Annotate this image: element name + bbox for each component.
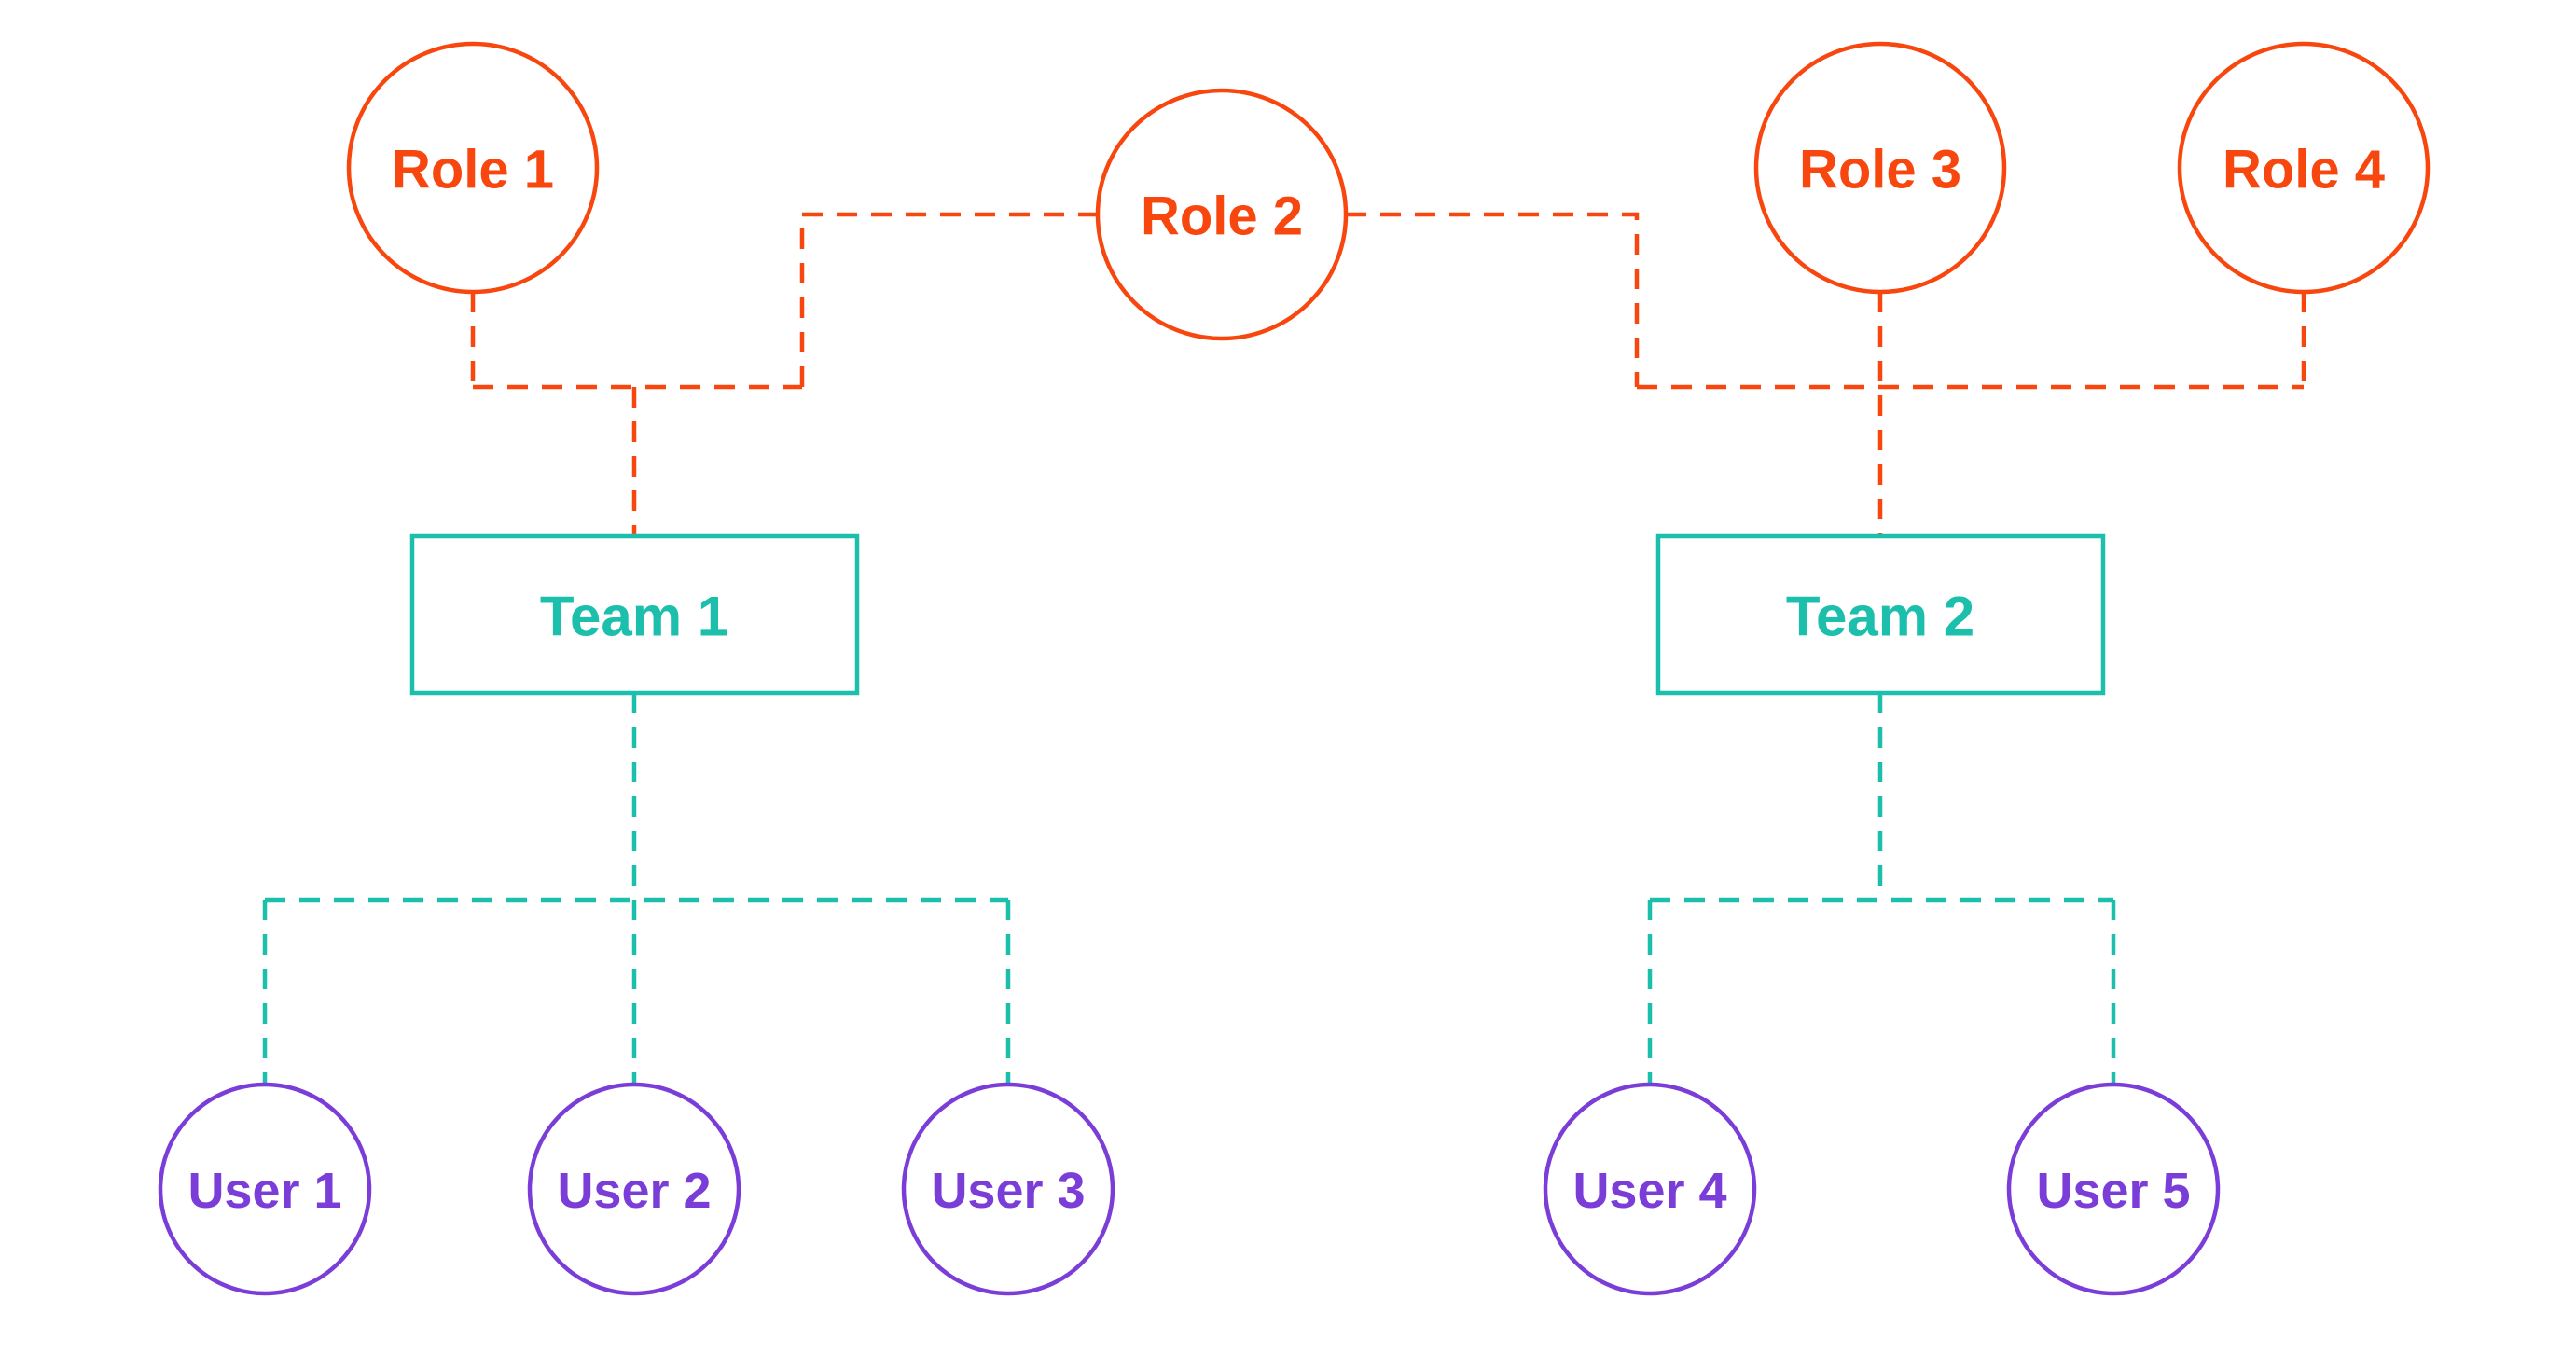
role-team-edges [470, 212, 2306, 536]
role-3-node [1753, 41, 2007, 295]
user-5-label: User 5 [2036, 1163, 2190, 1219]
team-2-label: Team 2 [1786, 586, 1974, 648]
user-nodes: User 1 User 2 User 3 User 4 User 5 [158, 1082, 2221, 1296]
user-2-label: User 2 [557, 1163, 711, 1219]
role-2-node [1095, 88, 1349, 341]
role-4-node [2177, 41, 2431, 295]
role-3-label: Role 3 [1799, 140, 1961, 200]
team-1-node [409, 533, 860, 696]
user-5-node [2006, 1082, 2221, 1296]
role-1-node [346, 41, 600, 295]
role-2-label: Role 2 [1141, 187, 1303, 247]
user-1-label: User 1 [187, 1163, 341, 1219]
user-1-node [158, 1082, 372, 1296]
edge-role2-right [1346, 212, 1640, 387]
role-1-label: Role 1 [392, 140, 554, 200]
user-4-node [1543, 1082, 1757, 1296]
role-nodes: Role 1 Role 2 Role 3 Role 4 [346, 41, 2431, 341]
team-nodes: Team 1 Team 2 [409, 533, 2106, 696]
role-4-label: Role 4 [2223, 140, 2385, 200]
team-user-edges [262, 693, 2116, 1085]
team-2-node [1655, 533, 2106, 696]
user-4-label: User 4 [1572, 1163, 1726, 1219]
user-3-node [901, 1082, 1115, 1296]
user-2-node [527, 1082, 741, 1296]
user-3-label: User 3 [931, 1163, 1085, 1219]
team-1-label: Team 1 [540, 586, 728, 648]
edge-role2-left [799, 212, 1098, 387]
